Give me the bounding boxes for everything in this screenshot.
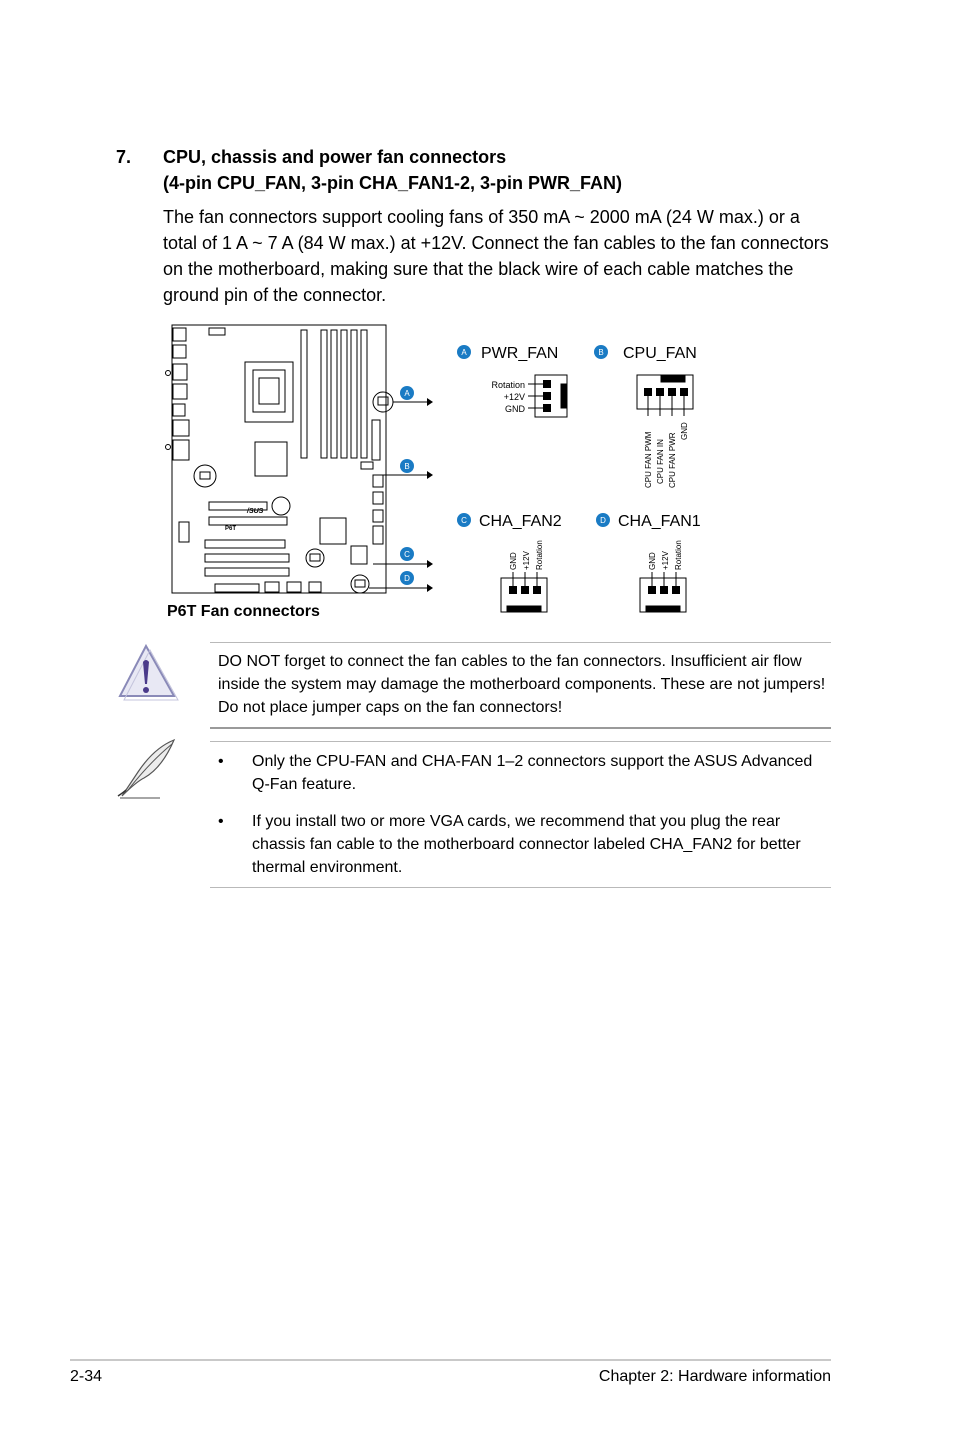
bullet-dot: • bbox=[218, 753, 224, 770]
cha-fan1-pin-12v: +12V bbox=[661, 550, 670, 570]
page-number: 2-34 bbox=[70, 1368, 103, 1385]
fan-connectors-figure: P6T /SUS A B C D P6T Fan connectors A PW… bbox=[165, 320, 725, 625]
footer-rule bbox=[70, 1359, 831, 1361]
notice-text: DO NOT forget to connect the fan cables … bbox=[218, 653, 826, 716]
board-label: P6T bbox=[225, 526, 236, 532]
svg-text:C: C bbox=[404, 550, 410, 559]
cpu-fan-pin-pwr: CPU FAN PWR bbox=[668, 432, 677, 488]
feather-note-icon bbox=[114, 738, 180, 802]
svg-text:D: D bbox=[600, 516, 606, 525]
cha-fan1-label: CHA_FAN1 bbox=[618, 513, 701, 530]
cpu-fan-pin-pwm: CPU FAN PWM bbox=[644, 431, 653, 488]
note-bottom-rule bbox=[210, 887, 831, 888]
svg-text:C: C bbox=[461, 516, 467, 525]
marker-b: B bbox=[400, 459, 414, 473]
brand-label: /SUS bbox=[246, 508, 264, 515]
svg-text:A: A bbox=[461, 348, 467, 357]
marker-d: D bbox=[400, 571, 414, 585]
svg-text:B: B bbox=[598, 348, 603, 357]
warning-icon bbox=[116, 642, 180, 702]
note-item: • Only the CPU-FAN and CHA-FAN 1–2 conne… bbox=[218, 750, 830, 796]
pwr-fan-pin-gnd: GND bbox=[505, 404, 526, 414]
bullet-dot: • bbox=[218, 813, 224, 830]
cha-fan1-pin-gnd: GND bbox=[648, 552, 657, 570]
cha-fan1-connector: D CHA_FAN1 GND +12V Rotation bbox=[596, 513, 701, 613]
section-paragraph: The fan connectors support cooling fans … bbox=[163, 207, 829, 305]
cpu-fan-connector: B CPU_FAN CPU FAN PWM CPU FAN IN CPU FAN… bbox=[594, 345, 697, 488]
pwr-fan-label: PWR_FAN bbox=[481, 345, 558, 362]
note-top-rule bbox=[210, 741, 831, 742]
cha-fan2-connector: C CHA_FAN2 GND +12V Rotation bbox=[457, 513, 562, 613]
cpu-fan-label: CPU_FAN bbox=[623, 345, 697, 362]
section-title-line1: CPU, chassis and power fan connectors bbox=[163, 147, 507, 167]
pwr-fan-pin-12v: +12V bbox=[504, 392, 525, 402]
note-item-text: If you install two or more VGA cards, we… bbox=[252, 813, 801, 876]
cha-fan1-pin-rotation: Rotation bbox=[674, 540, 683, 570]
chapter-title: Chapter 2: Hardware information bbox=[598, 1368, 831, 1385]
motherboard-illustration bbox=[165, 324, 394, 594]
cha-fan2-label: CHA_FAN2 bbox=[479, 513, 562, 530]
pwr-fan-connector: A PWR_FAN Rotation +12V GND bbox=[457, 345, 568, 418]
marker-leaders bbox=[369, 401, 427, 589]
fan-connectors-diagram: P6T /SUS A B C D P6T Fan connectors A PW… bbox=[165, 324, 701, 620]
figure-caption: P6T Fan connectors bbox=[167, 603, 320, 620]
section-title-line2: (4-pin CPU_FAN, 3-pin CHA_FAN1-2, 3-pin … bbox=[163, 173, 623, 193]
svg-text:A: A bbox=[404, 389, 410, 398]
section-number: 7. bbox=[116, 147, 132, 167]
cha-fan2-pin-rotation: Rotation bbox=[535, 540, 544, 570]
notice-bottom-rule bbox=[210, 727, 831, 729]
notice-top-rule bbox=[210, 642, 831, 643]
pwr-fan-pin-rotation: Rotation bbox=[491, 380, 525, 390]
cha-fan2-pin-12v: +12V bbox=[522, 550, 531, 570]
cpu-fan-pin-gnd: GND bbox=[680, 422, 689, 440]
note-list: • Only the CPU-FAN and CHA-FAN 1–2 conne… bbox=[218, 750, 830, 893]
marker-c: C bbox=[400, 547, 414, 561]
marker-a: A bbox=[400, 386, 414, 400]
cpu-fan-pin-in: CPU FAN IN bbox=[656, 439, 665, 484]
svg-text:D: D bbox=[404, 574, 410, 583]
svg-text:B: B bbox=[404, 462, 409, 471]
note-item-text: Only the CPU-FAN and CHA-FAN 1–2 connect… bbox=[252, 753, 813, 793]
cha-fan2-pin-gnd: GND bbox=[509, 552, 518, 570]
note-item: • If you install two or more VGA cards, … bbox=[218, 810, 830, 879]
